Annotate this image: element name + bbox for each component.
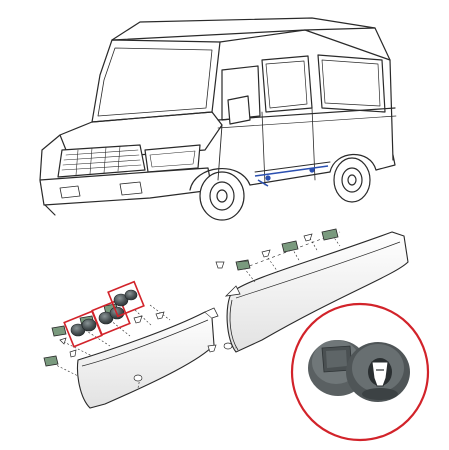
clip-icon	[235, 259, 251, 271]
van-moulding-marker	[254, 165, 329, 187]
clip-icon	[70, 318, 97, 337]
clip-icon	[43, 355, 59, 367]
clip-icon	[321, 228, 339, 241]
clip-pin	[215, 233, 313, 269]
clip-icon	[51, 325, 67, 337]
front-strip-clips	[43, 303, 233, 382]
screw-icon	[59, 337, 233, 382]
clip-detail-photo-icon	[290, 302, 430, 442]
van-outline-icon	[39, 17, 397, 221]
clip-pin	[69, 311, 217, 358]
highlight-box	[63, 310, 103, 348]
highlight-box	[107, 280, 145, 318]
rear-strip-clips	[215, 228, 339, 271]
clip-icon	[281, 240, 299, 253]
front-moulding-strip-icon	[76, 307, 219, 409]
clip-icon	[113, 289, 138, 307]
rear-moulding-strip-icon	[224, 231, 409, 353]
highlighted-clips	[63, 280, 145, 348]
